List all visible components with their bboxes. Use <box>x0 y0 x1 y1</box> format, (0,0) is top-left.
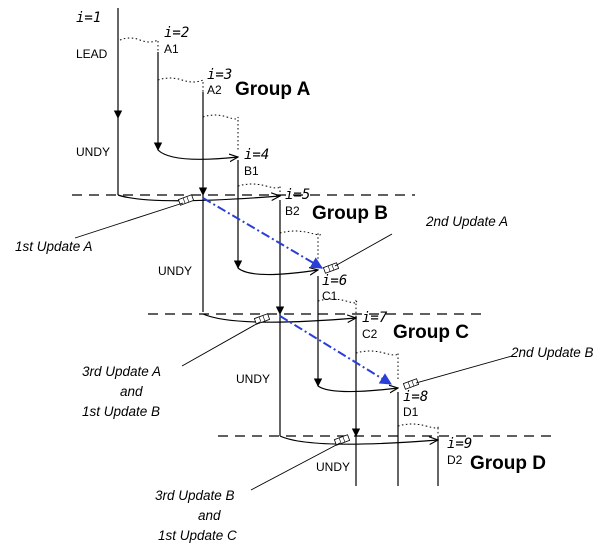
update-arrow-a <box>202 197 324 269</box>
satellite-icon <box>322 262 340 274</box>
update-label-third-a: 3rd Update A <box>82 364 161 379</box>
update-label-third-b: 3rd Update B <box>155 488 235 503</box>
update-label-first-c: 1st Update C <box>158 528 237 543</box>
curve-arrow-b2-d2 <box>279 435 438 444</box>
dotted-bracket <box>202 114 239 152</box>
dotted-bracket <box>279 230 321 262</box>
group-title-d: Group D <box>470 453 546 474</box>
curve-arrow-b1-c1 <box>237 268 318 275</box>
ship-label-c1: C1 <box>322 289 338 303</box>
satellite-icon <box>402 378 420 390</box>
dotted-bracket <box>119 37 159 52</box>
iteration-label: i=3 <box>207 67 232 83</box>
update-label-first-a: 1st Update A <box>15 239 93 254</box>
undy-label: UNDY <box>316 460 350 474</box>
update-label-and: and <box>198 508 221 523</box>
iteration-label: i=9 <box>447 436 472 452</box>
leader-line <box>415 355 513 384</box>
dotted-bracket <box>157 77 204 92</box>
update-arrow-b <box>279 315 393 385</box>
iteration-label: i=6 <box>322 273 347 289</box>
ship-label-d1: D1 <box>403 405 419 419</box>
ship-label-b2: B2 <box>285 204 300 218</box>
iteration-label: i=2 <box>164 25 189 41</box>
undy-label: UNDY <box>158 264 192 278</box>
leader-line <box>334 233 393 267</box>
group-title-c: Group C <box>393 322 469 343</box>
curve-arrow-lead-b2 <box>117 195 280 202</box>
group-title-b: Group B <box>312 203 388 224</box>
dotted-bracket <box>397 423 439 436</box>
update-label-second-b: 2nd Update B <box>510 345 594 360</box>
iteration-label: i=5 <box>285 187 310 203</box>
undy-label: UNDY <box>236 372 270 386</box>
curve-arrow-a1-b1 <box>157 149 238 159</box>
leader-line <box>181 321 261 367</box>
satellite-icon <box>333 434 351 446</box>
satellite-icon <box>253 313 271 325</box>
update-label-second-a: 2nd Update A <box>425 214 508 229</box>
undy-label: UNDY <box>76 145 110 159</box>
leader-line <box>74 202 184 239</box>
dotted-bracket <box>317 298 358 316</box>
group-title-a: Group A <box>235 79 311 100</box>
dotted-bracket <box>237 183 281 196</box>
dotted-bracket <box>355 350 399 380</box>
iteration-label: i=1 <box>76 10 101 26</box>
satellite-icon <box>177 194 195 206</box>
ship-label-c2: C2 <box>362 327 378 341</box>
iteration-label: i=7 <box>362 310 388 326</box>
curve-arrow-c1-d1 <box>317 386 398 392</box>
update-label-first-b: 1st Update B <box>82 404 160 419</box>
ship-label-b1: B1 <box>244 164 259 178</box>
update-label-and: and <box>120 384 143 399</box>
lead-label: LEAD <box>76 47 108 61</box>
ship-label-a2: A2 <box>207 83 222 97</box>
leader-line <box>250 442 341 491</box>
iteration-label: i=4 <box>244 147 269 163</box>
ship-label-d2: D2 <box>447 453 463 467</box>
iteration-label: i=8 <box>403 389 428 405</box>
ship-label-a1: A1 <box>164 42 179 56</box>
